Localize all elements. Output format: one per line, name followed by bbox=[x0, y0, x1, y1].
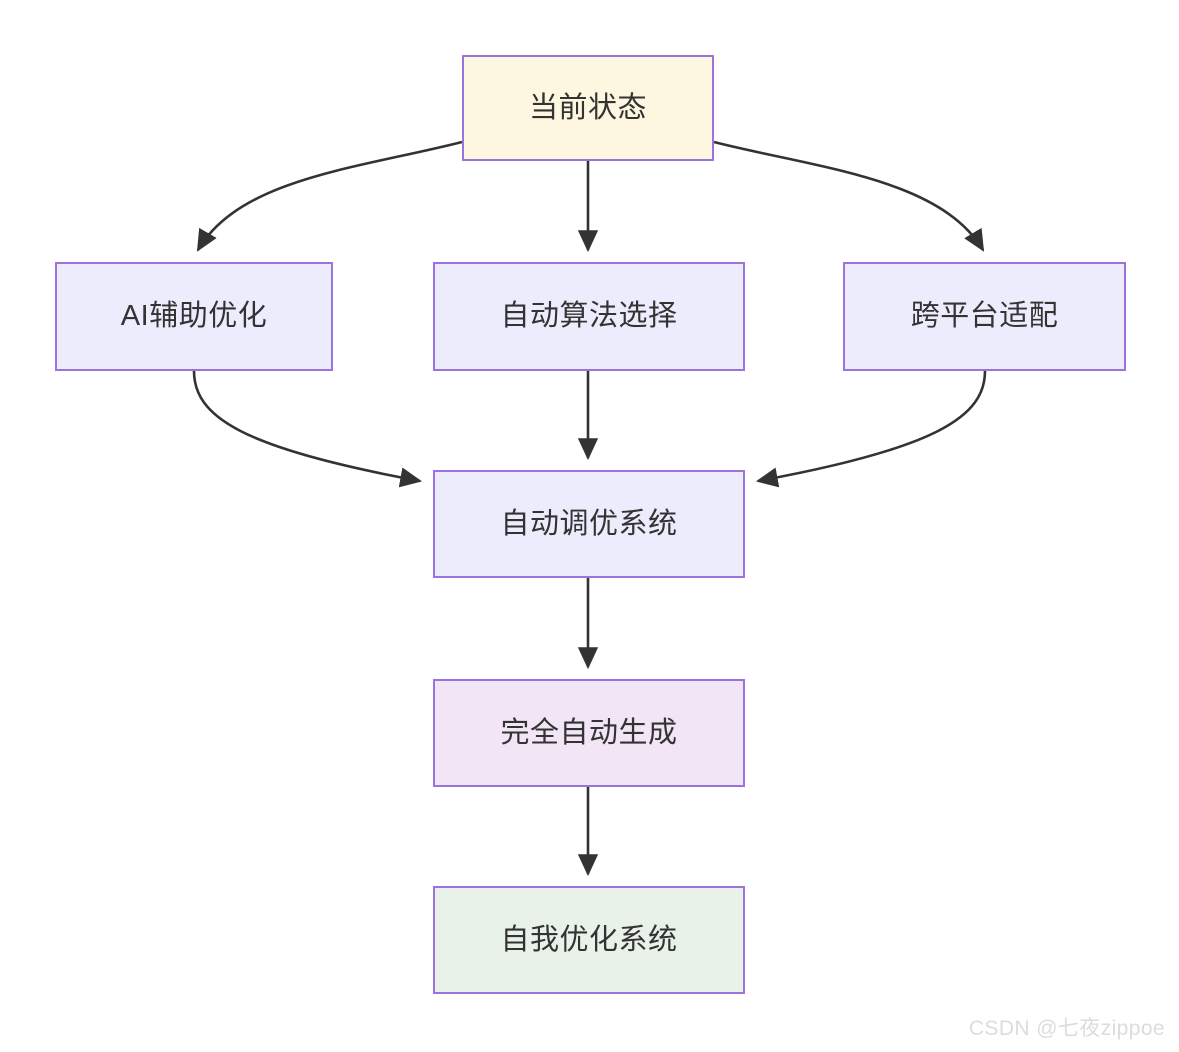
node-label: 自动调优系统 bbox=[500, 507, 678, 540]
node-label: 自我优化系统 bbox=[500, 923, 678, 956]
edge-current-to-ai bbox=[196, 140, 463, 252]
node-current-state[interactable]: 当前状态 bbox=[462, 55, 714, 161]
node-label: 自动算法选择 bbox=[500, 300, 678, 333]
node-auto-algorithm-selection[interactable]: 自动算法选择 bbox=[433, 262, 745, 371]
node-label: 完全自动生成 bbox=[500, 716, 678, 749]
node-self-optimizing-system[interactable]: 自我优化系统 bbox=[433, 886, 745, 994]
edge-current-to-platform bbox=[713, 140, 985, 252]
watermark: CSDN @七夜zippoe bbox=[968, 1017, 1165, 1040]
node-auto-tuning-system[interactable]: 自动调优系统 bbox=[433, 470, 745, 578]
node-label: AI辅助优化 bbox=[120, 300, 268, 333]
node-cross-platform-adaptation[interactable]: 跨平台适配 bbox=[843, 262, 1126, 371]
edge-platform-to-tuning bbox=[755, 370, 987, 488]
node-label: 跨平台适配 bbox=[910, 300, 1059, 333]
node-fully-automatic-generation[interactable]: 完全自动生成 bbox=[433, 679, 745, 787]
node-label: 当前状态 bbox=[528, 91, 647, 124]
edge-ai-to-tuning bbox=[192, 370, 423, 488]
node-ai-assisted-optimization[interactable]: AI辅助优化 bbox=[55, 262, 333, 371]
